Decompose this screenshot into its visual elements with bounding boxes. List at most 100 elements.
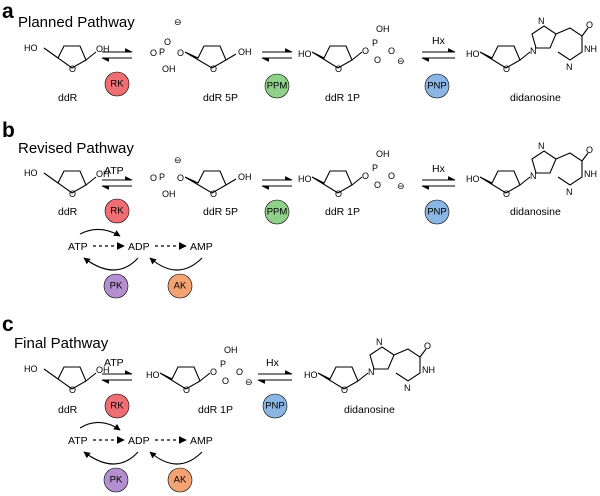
svg-text:PPM: PPM bbox=[267, 81, 288, 92]
enzyme-PK-c: PK bbox=[103, 467, 129, 493]
svg-text:N: N bbox=[566, 187, 573, 197]
ddR1P-structure-c: HO O O P OH O O ⊖ bbox=[146, 345, 253, 395]
svg-text:O: O bbox=[183, 385, 190, 395]
svg-text:N: N bbox=[368, 367, 375, 377]
enzyme-PNP: PNP bbox=[424, 73, 450, 99]
enzyme-PPM: PPM bbox=[264, 73, 290, 99]
enzyme-PPM-b: PPM bbox=[264, 199, 290, 225]
svg-text:O: O bbox=[362, 171, 369, 181]
svg-text:NH: NH bbox=[584, 169, 597, 179]
svg-text:PNP: PNP bbox=[427, 81, 447, 92]
svg-text:HO: HO bbox=[466, 174, 480, 184]
svg-text:N: N bbox=[530, 171, 537, 181]
svg-text:OH: OH bbox=[96, 44, 110, 54]
svg-text:OH: OH bbox=[96, 169, 110, 179]
cofactor-AMP-b: AMP bbox=[190, 241, 213, 253]
enzyme-RK: RK bbox=[104, 71, 130, 97]
svg-text:O: O bbox=[210, 189, 217, 199]
cofactor-ATP-c-top: ATP bbox=[104, 357, 124, 369]
svg-text:AK: AK bbox=[174, 475, 187, 486]
svg-text:N: N bbox=[376, 337, 383, 347]
ddR-structure-b: HO OH O bbox=[24, 168, 110, 199]
cofactor-ATP-c: ATP bbox=[68, 435, 88, 447]
svg-text:N: N bbox=[530, 46, 537, 56]
enzyme-RK-c: RK bbox=[104, 393, 130, 419]
svg-text:O: O bbox=[69, 385, 76, 395]
cofactor-Hx-b: Hx bbox=[432, 163, 446, 175]
label-ddR5P: ddR 5P bbox=[203, 92, 238, 104]
enzyme-AK-b: AK bbox=[167, 273, 193, 299]
svg-text:OH: OH bbox=[376, 149, 390, 159]
label-ddR: ddR bbox=[58, 92, 78, 104]
svg-text:O: O bbox=[424, 341, 431, 351]
svg-text:PNP: PNP bbox=[427, 207, 447, 218]
cofactor-ATP-b: ATP bbox=[68, 241, 88, 253]
panel-a: a Planned Pathway HO OH O ddR RK ⊖ O O P… bbox=[2, 0, 597, 104]
panel-title-b: Revised Pathway bbox=[18, 140, 134, 157]
svg-text:O: O bbox=[388, 171, 395, 181]
label-ddR1P-b: ddR 1P bbox=[325, 206, 360, 218]
cofactor-Hx-a: Hx bbox=[432, 35, 446, 47]
svg-text:O: O bbox=[374, 55, 381, 65]
svg-text:OH: OH bbox=[162, 64, 176, 74]
svg-text:N: N bbox=[538, 141, 545, 151]
svg-text:O: O bbox=[164, 37, 171, 47]
svg-text:O: O bbox=[150, 48, 157, 58]
panel-title-a: Planned Pathway bbox=[18, 14, 135, 31]
svg-text:O: O bbox=[362, 46, 369, 56]
panel-letter-b: b bbox=[2, 119, 15, 142]
svg-text:O: O bbox=[335, 189, 342, 199]
svg-text:O: O bbox=[503, 64, 510, 74]
enzyme-RK-b: RK bbox=[104, 198, 130, 224]
svg-text:P: P bbox=[220, 359, 226, 369]
cofactor-ATP-b-top: ATP bbox=[104, 165, 124, 177]
ddR5P-structure-b: ⊖ O P OH O O OH bbox=[150, 155, 252, 199]
svg-text:NH: NH bbox=[422, 365, 435, 375]
svg-text:PPM: PPM bbox=[267, 207, 288, 218]
label-ddR-c: ddR bbox=[58, 404, 78, 416]
enzyme-PK-b: PK bbox=[103, 273, 129, 299]
svg-text:HO: HO bbox=[304, 370, 318, 380]
svg-text:O: O bbox=[341, 385, 348, 395]
svg-text:⊖: ⊖ bbox=[397, 56, 405, 66]
enzyme-PNP-c: PNP bbox=[262, 393, 288, 419]
panel-b: b Revised Pathway HO OH O ddR ATP RK ⊖ O… bbox=[2, 119, 597, 299]
svg-text:O: O bbox=[236, 367, 243, 377]
ddR-structure-c: HO OH O bbox=[24, 364, 110, 395]
svg-text:O: O bbox=[177, 173, 184, 183]
svg-text:P: P bbox=[159, 47, 165, 57]
panel-letter-a: a bbox=[2, 0, 14, 23]
ddR5P-structure: ⊖ O O P OH O O OH bbox=[150, 17, 252, 74]
svg-text:P: P bbox=[372, 38, 378, 48]
svg-text:O: O bbox=[374, 180, 381, 190]
svg-text:N: N bbox=[538, 16, 545, 26]
svg-text:HO: HO bbox=[146, 370, 160, 380]
svg-text:PK: PK bbox=[110, 475, 123, 486]
svg-text:O: O bbox=[586, 145, 593, 155]
svg-text:RK: RK bbox=[110, 401, 124, 412]
panel-letter-c: c bbox=[2, 313, 14, 336]
svg-text:O: O bbox=[222, 376, 229, 386]
label-didanosine: didanosine bbox=[510, 92, 561, 104]
svg-text:OH: OH bbox=[96, 365, 110, 375]
svg-text:O: O bbox=[335, 64, 342, 74]
svg-text:OH: OH bbox=[238, 47, 252, 57]
svg-text:OH: OH bbox=[162, 189, 176, 199]
svg-text:O: O bbox=[210, 367, 217, 377]
svg-text:PK: PK bbox=[110, 281, 123, 292]
svg-text:⊖: ⊖ bbox=[174, 17, 182, 27]
svg-text:HO: HO bbox=[24, 43, 38, 53]
ddR1P-structure: HO O O P OH O O ⊖ bbox=[298, 24, 405, 74]
svg-text:O: O bbox=[503, 189, 510, 199]
svg-text:O: O bbox=[586, 20, 593, 30]
ddR1P-structure-b: HO O O P OH O O ⊖ bbox=[298, 149, 405, 199]
panel-title-c: Final Pathway bbox=[14, 335, 109, 352]
svg-text:⊖: ⊖ bbox=[245, 377, 253, 387]
svg-text:N: N bbox=[566, 62, 573, 72]
svg-text:AK: AK bbox=[174, 281, 187, 292]
svg-text:O: O bbox=[177, 48, 184, 58]
svg-text:N: N bbox=[404, 383, 411, 393]
svg-text:P: P bbox=[159, 172, 165, 182]
svg-text:OH: OH bbox=[224, 345, 238, 355]
label-ddR1P-c: ddR 1P bbox=[198, 404, 233, 416]
